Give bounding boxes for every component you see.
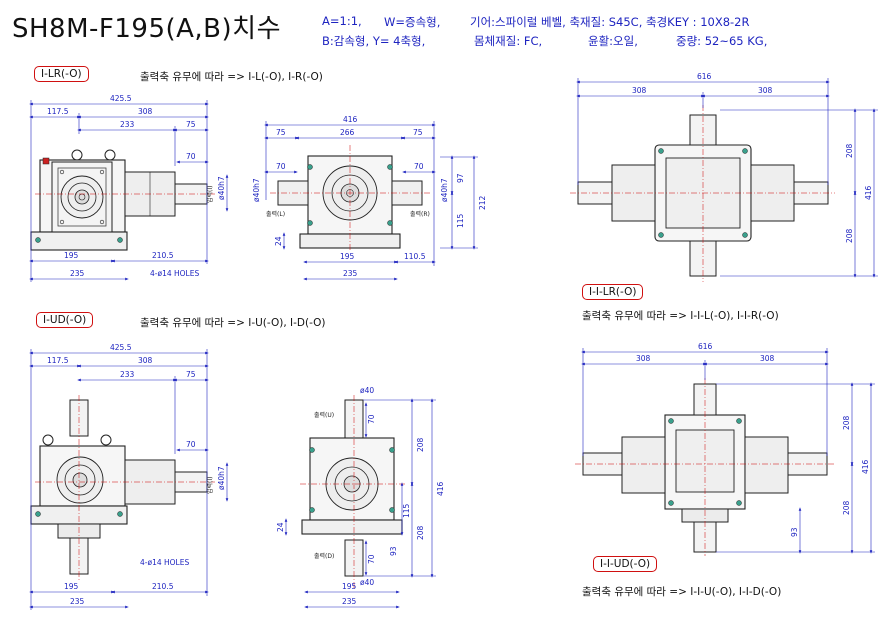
view-tag-ilr: I-I-LR(-O): [582, 284, 644, 300]
view-note-iud: 출력축 유무에 따라 => I-I-U(-O), I-I-D(-O): [582, 586, 782, 598]
dim-308a: 308: [632, 86, 647, 95]
view-note-ud: 출력축 유무에 따라 => I-U(-O), I-D(-O): [140, 317, 326, 329]
dim-195: 195: [340, 252, 355, 261]
dim-2105: 210.5: [152, 582, 174, 591]
dim-208b: 208: [842, 500, 851, 515]
holes-note: 4-ø14 HOLES: [150, 269, 199, 278]
dim-75a: 75: [276, 128, 286, 137]
spec-lube: 윤활:오일,: [588, 34, 638, 48]
eye-bolt-icon: [71, 149, 83, 161]
dim-616: 616: [697, 72, 712, 81]
dim-208a: 208: [845, 143, 854, 158]
dim-235: 235: [342, 597, 357, 606]
spec-type-b: B:감속형, Y= 4축형,: [322, 34, 426, 48]
dim-235: 235: [70, 269, 85, 278]
dim-70a: 70: [276, 162, 286, 171]
dim-233: 233: [120, 120, 135, 129]
dim-208-top: 208: [416, 437, 425, 452]
dim-115: 115: [456, 213, 465, 228]
spec-body: 몸체재질: FC,: [474, 34, 543, 48]
dim-70b: 70: [414, 162, 424, 171]
dim-195: 195: [64, 251, 79, 260]
dim-235: 235: [70, 597, 85, 606]
dim-416: 416: [343, 115, 358, 124]
dim-dia: ø40h7: [217, 176, 226, 200]
dim-dia-bottom: ø40: [360, 578, 374, 587]
dim-308: 308: [138, 356, 153, 365]
view-lr-side: 425.5 117.5 308 233 75 70 ø40h7 입력(I) 19…: [29, 94, 229, 282]
dim-2105: 210.5: [152, 251, 174, 260]
dim-1105: 110.5: [404, 252, 426, 261]
dim-266: 266: [340, 128, 355, 137]
view-ud-front: ø40 70 출력(U) 208 416 115 208 24 93 70 출력…: [276, 386, 445, 609]
dim-425: 425.5: [110, 343, 132, 352]
dim-dia: ø40h7: [217, 466, 226, 490]
spec-type-w: W=증속형,: [384, 15, 441, 29]
dim-117: 117.5: [47, 356, 69, 365]
view-ilr-top: 616 308 308 208 208 416: [570, 72, 878, 282]
dim-115: 115: [402, 503, 411, 518]
view-note-lr: 출력축 유무에 따라 => I-L(-O), I-R(-O): [140, 71, 323, 83]
dim-208a: 208: [842, 415, 851, 430]
dim-195: 195: [64, 582, 79, 591]
view-tag-iud: I-I-UD(-O): [593, 556, 658, 572]
dim-416: 416: [861, 459, 870, 474]
dim-75b: 75: [413, 128, 423, 137]
dim-70-top: 70: [367, 414, 376, 424]
spec-ratio: A=1:1,: [322, 14, 362, 28]
eye-bolt-icon: [104, 149, 116, 161]
dim-416: 416: [436, 481, 445, 496]
spec-gear: 기어:스파이럴 베벨, 축재질: S45C, 축경KEY : 10X8-2R: [470, 15, 750, 29]
spec-weight: 중량: 52~65 KG,: [676, 34, 768, 48]
dim-dia-top: ø40: [360, 386, 374, 395]
dim-93: 93: [790, 527, 799, 537]
holes-note: 4-ø14 HOLES: [140, 558, 189, 567]
dim-70: 70: [186, 152, 196, 161]
label-output-up: 출력(U): [314, 411, 334, 419]
dim-117: 117.5: [47, 107, 69, 116]
page-title: SH8M-F195(A,B)치수: [12, 14, 282, 44]
dim-93: 93: [389, 546, 398, 556]
dim-208-bottom: 208: [416, 525, 425, 540]
dim-308a: 308: [636, 354, 651, 363]
dim-24: 24: [276, 522, 285, 532]
dim-212: 212: [478, 195, 487, 210]
dim-235: 235: [343, 269, 358, 278]
dim-24: 24: [274, 236, 283, 246]
view-tag-ud: I-UD(-O): [36, 312, 94, 328]
dim-dia-right: ø40h7: [440, 178, 449, 202]
label-output-left: 출력(L): [266, 210, 285, 218]
dim-75: 75: [186, 370, 196, 379]
dim-75: 75: [186, 120, 196, 129]
dim-70-bottom: 70: [367, 554, 376, 564]
dim-208b: 208: [845, 228, 854, 243]
dim-308b: 308: [758, 86, 773, 95]
label-input: 입력(I): [206, 477, 214, 495]
dim-416: 416: [864, 185, 873, 200]
dim-233: 233: [120, 370, 135, 379]
dim-195: 195: [342, 582, 357, 591]
view-lr-front: 416 75 266 75 70 70 ø40h7 ø40h7 출력(L) 출력…: [252, 115, 487, 281]
label-output-right: 출력(R): [410, 210, 430, 218]
label-input: 입력(I): [206, 186, 214, 204]
dim-dia-left: ø40h7: [252, 178, 261, 202]
view-ud-side: 425.5 117.5 308 233 75 70 ø40h7 입력(I) 4-…: [29, 343, 229, 610]
dim-425: 425.5: [110, 94, 132, 103]
dim-97: 97: [456, 173, 465, 183]
dim-308b: 308: [760, 354, 775, 363]
dim-616: 616: [698, 342, 713, 351]
label-output-down: 출력(D): [314, 552, 334, 560]
view-tag-lr: I-LR(-O): [34, 66, 89, 82]
dim-70: 70: [186, 440, 196, 449]
view-note-ilr: 출력축 유무에 따라 => I-I-L(-O), I-I-R(-O): [582, 310, 779, 322]
view-iud-top: 616 308 308 208 208 416 93: [575, 342, 875, 556]
dim-308: 308: [138, 107, 153, 116]
